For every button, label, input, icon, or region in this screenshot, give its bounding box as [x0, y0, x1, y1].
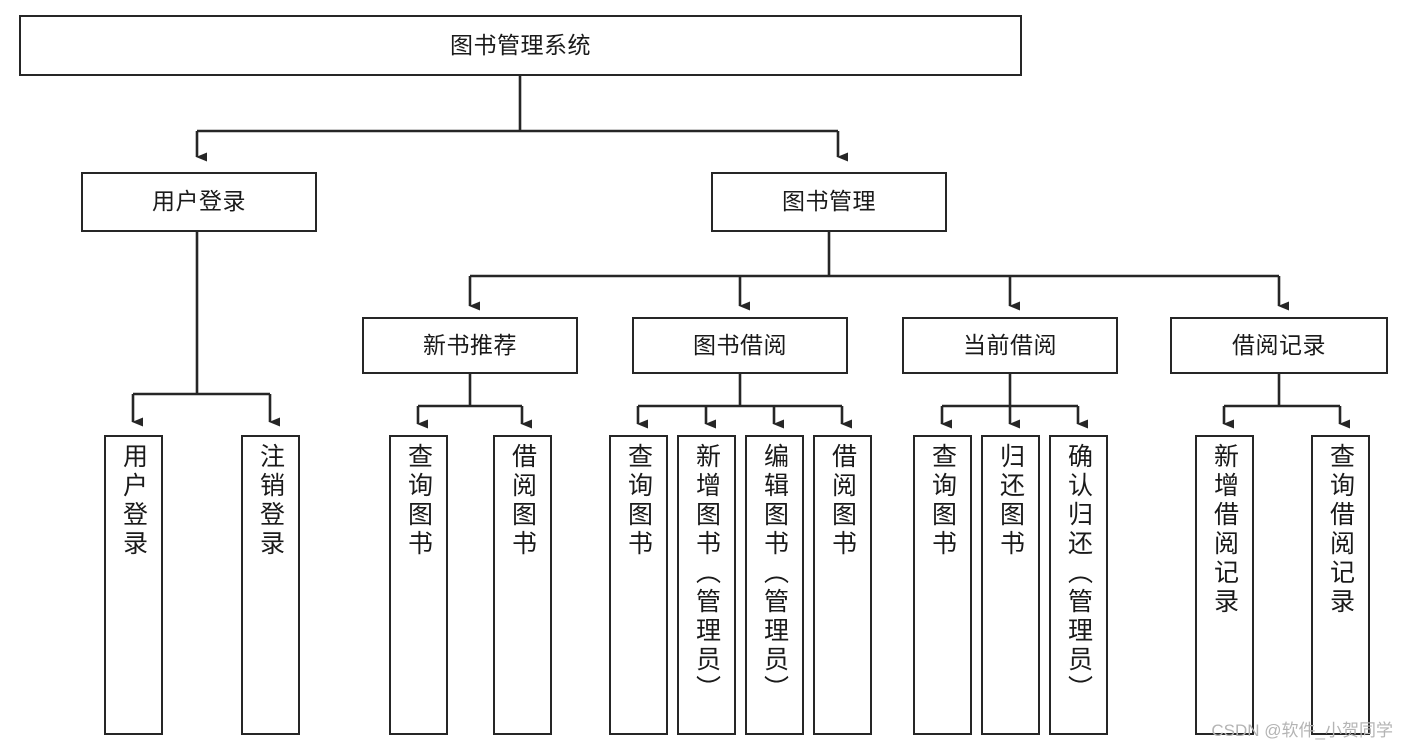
leaf-user-login[interactable]: 用户登录: [104, 435, 163, 735]
node-root-label: 图书管理系统: [450, 31, 591, 58]
leaf-return-book-label: 归还图书: [996, 443, 1025, 559]
leaf-add-borrow-record[interactable]: 新增借阅记录: [1195, 435, 1254, 735]
leaf-edit-book-admin-label: 编辑图书（管理员）: [760, 443, 789, 704]
node-book-borrow[interactable]: 图书借阅: [632, 317, 848, 374]
node-borrow-record[interactable]: 借阅记录: [1170, 317, 1388, 374]
leaf-query-book-borrow[interactable]: 查询图书: [609, 435, 668, 735]
leaf-confirm-return-admin-label: 确认归还（管理员）: [1064, 443, 1093, 704]
leaf-query-book-borrow-label: 查询图书: [624, 443, 653, 559]
leaf-return-book[interactable]: 归还图书: [981, 435, 1040, 735]
leaf-user-login-label: 用户登录: [119, 443, 148, 559]
leaf-add-book-admin-label: 新增图书（管理员）: [692, 443, 721, 704]
leaf-borrow-book-recommend-label: 借阅图书: [508, 443, 537, 559]
leaf-confirm-return-admin[interactable]: 确认归还（管理员）: [1049, 435, 1108, 735]
node-book-management[interactable]: 图书管理: [711, 172, 947, 232]
leaf-logout[interactable]: 注销登录: [241, 435, 300, 735]
node-user-login[interactable]: 用户登录: [81, 172, 317, 232]
node-book-management-label: 图书管理: [782, 188, 876, 215]
leaf-query-book-current-label: 查询图书: [928, 443, 957, 559]
node-current-borrow[interactable]: 当前借阅: [902, 317, 1118, 374]
leaf-query-book-recommend[interactable]: 查询图书: [389, 435, 448, 735]
node-new-book-recommend[interactable]: 新书推荐: [362, 317, 578, 374]
node-book-borrow-label: 图书借阅: [693, 331, 787, 358]
leaf-query-book-recommend-label: 查询图书: [404, 443, 433, 559]
leaf-query-book-current[interactable]: 查询图书: [913, 435, 972, 735]
node-user-login-label: 用户登录: [152, 188, 246, 215]
leaf-add-book-admin[interactable]: 新增图书（管理员）: [677, 435, 736, 735]
leaf-query-borrow-record[interactable]: 查询借阅记录: [1311, 435, 1370, 735]
node-borrow-record-label: 借阅记录: [1232, 331, 1326, 358]
leaf-edit-book-admin[interactable]: 编辑图书（管理员）: [745, 435, 804, 735]
node-new-book-recommend-label: 新书推荐: [423, 331, 517, 358]
leaf-query-borrow-record-label: 查询借阅记录: [1326, 443, 1355, 617]
leaf-borrow-book-recommend[interactable]: 借阅图书: [493, 435, 552, 735]
leaf-logout-label: 注销登录: [256, 443, 285, 559]
node-current-borrow-label: 当前借阅: [963, 331, 1057, 358]
node-root-book-management-system[interactable]: 图书管理系统: [19, 15, 1022, 76]
leaf-borrow-book-label: 借阅图书: [828, 443, 857, 559]
leaf-borrow-book[interactable]: 借阅图书: [813, 435, 872, 735]
leaf-add-borrow-record-label: 新增借阅记录: [1210, 443, 1239, 617]
